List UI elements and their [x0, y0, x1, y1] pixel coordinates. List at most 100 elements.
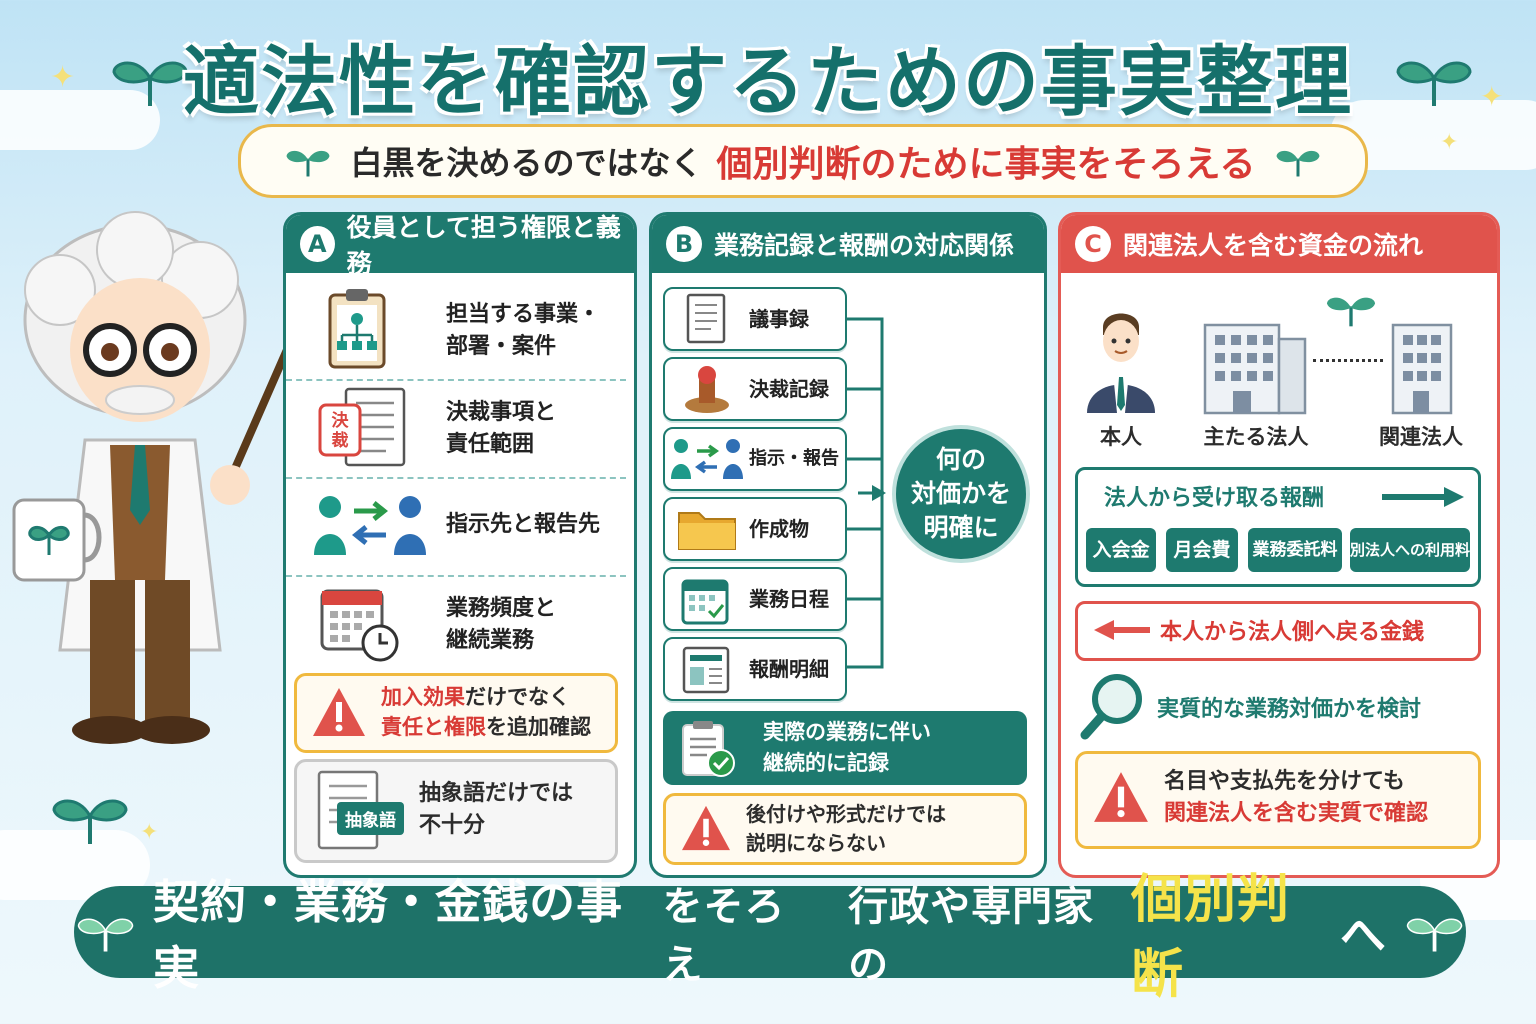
note-text: 抽象語だけでは不十分	[419, 781, 574, 838]
panel-b-header: B 業務記録と報酬の対応関係	[652, 215, 1044, 273]
panel-b: B 業務記録と報酬の対応関係 議事録 決裁記録 指示・報告 作成物 業務日程 報…	[649, 212, 1047, 878]
cloud	[0, 90, 160, 150]
sprout-icon	[286, 150, 329, 177]
panel-c-heading: 関連法人を含む資金の流れ	[1123, 231, 1424, 260]
list-item: 決裁 決裁事項と責任範囲	[286, 381, 626, 479]
sparkle-icon: ✦	[1480, 80, 1504, 113]
list-item: 業務頻度と継続業務	[286, 577, 626, 673]
calendar-clock-icon	[320, 589, 399, 662]
list-item: 議事録	[663, 287, 847, 351]
check-text: 実質的な業務対価かを検討	[1157, 697, 1422, 722]
entity-label-related-corp: 関連法人	[1379, 425, 1463, 449]
clipboard-check-icon	[682, 721, 735, 777]
warning-text: 加入効果だけでなく 責任と権限を追加確認	[381, 685, 591, 739]
entity-label-self: 本人	[1100, 425, 1142, 449]
connector-lines	[843, 317, 886, 669]
note-box: 抽象語 抽象語だけでは不十分	[294, 759, 618, 863]
dotted-link	[1313, 359, 1383, 362]
panel-b-badge: B	[666, 226, 702, 262]
panel-c-header: C 関連法人を含む資金の流れ	[1061, 215, 1497, 273]
warning-text: 後付けや形式だけでは説明にならない	[746, 802, 946, 855]
sprout-icon	[77, 918, 134, 952]
sparkle-icon: ✦	[50, 60, 76, 95]
list-item: 決裁記録	[663, 357, 847, 421]
entity-label-main-corp: 主たる法人	[1203, 425, 1309, 449]
person-icon	[1087, 313, 1155, 413]
warning-icon	[313, 688, 365, 736]
row-text: 指示先と報告先	[446, 512, 601, 537]
income-title: 法人から受け取る報酬	[1104, 486, 1325, 511]
statement-icon	[682, 646, 730, 694]
list-item: 担当する事業・部署・案件	[286, 283, 626, 381]
arrow-right-icon	[1382, 487, 1464, 507]
center-circle: 何の対価かを明確に	[892, 425, 1030, 563]
sprout-icon	[1327, 297, 1375, 327]
bottom-highlight: 個別判断	[1130, 870, 1290, 1005]
row-text: 決裁事項と責任範囲	[446, 400, 557, 457]
warning-icon	[1094, 772, 1148, 822]
fee-chip: 業務委託料	[1248, 528, 1342, 572]
bottom-part4: へ	[1339, 908, 1387, 962]
people-exchange-icon	[314, 496, 426, 555]
subtitle-prefix: 白黒を決めるのではなく	[350, 144, 703, 182]
clipboard-org-chart-icon	[328, 289, 386, 369]
panel-a-heading: 役員として担う権限と義務	[346, 213, 621, 278]
list-item: 指示・報告	[663, 427, 847, 491]
magnifier-icon	[1080, 674, 1142, 740]
folder-icon	[678, 512, 736, 550]
sparkle-icon: ✦	[140, 820, 159, 845]
warning-box: 後付けや形式だけでは説明にならない	[663, 793, 1027, 865]
sprout-icon	[1406, 918, 1463, 952]
item-label: 議事録	[749, 307, 809, 331]
item-label: 決裁記録	[749, 377, 829, 401]
item-label: 報酬明細	[749, 657, 829, 681]
building-icon	[1391, 323, 1453, 415]
row-text: 業務頻度と継続業務	[446, 596, 557, 653]
fee-chip: 入会金	[1086, 528, 1156, 572]
green-note-line: 実際の業務に伴い	[763, 720, 931, 744]
subtitle-banner: 白黒を決めるのではなく 個別判断 のために事実をそろえる	[238, 124, 1368, 198]
panel-a: A 役員として担う権限と義務 担当する事業・部署・案件 決裁 決裁事項と責任範囲	[283, 212, 637, 878]
panel-c: C 関連法人を含む資金の流れ 本人 主たる法人 関連法人 法人から受け取る報酬 …	[1058, 212, 1500, 878]
subtitle-highlight: 個別判断	[716, 144, 861, 185]
subtitle-suffix: のために事実をそろえる	[860, 144, 1256, 185]
calendar-check-icon	[681, 579, 729, 625]
document-icon	[686, 293, 726, 344]
fee-chip: 月会費	[1166, 528, 1238, 572]
item-label: 指示・報告	[749, 448, 839, 469]
sprout-icon	[1277, 150, 1320, 177]
list-item: 報酬明細	[663, 637, 847, 701]
return-flow-box: 本人から法人側へ戻る金銭	[1075, 601, 1481, 661]
bottom-part1: 契約・業務・金銭の事実	[153, 875, 624, 995]
warning-icon	[682, 805, 730, 851]
sprout-icon	[112, 61, 188, 106]
list-item: 指示先と報告先	[286, 479, 626, 577]
page-title: 適法性を確認するための事実整理	[183, 37, 1353, 126]
sprout-icon	[52, 799, 128, 844]
warning-box: 加入効果だけでなく 責任と権限を追加確認	[294, 673, 618, 753]
stamp-icon	[685, 366, 729, 413]
bottom-banner: 契約・業務・金銭の事実 をそろえ 行政や専門家の 個別判断 へ	[74, 870, 1466, 1005]
panel-a-header: A 役員として担う権限と義務	[286, 213, 634, 278]
income-box: 法人から受け取る報酬 入会金 月会費 業務委託料 別法人への利用料	[1075, 467, 1481, 587]
sprout-icon	[1396, 61, 1472, 106]
return-flow-text: 本人から法人側へ戻る金銭	[1160, 620, 1425, 645]
item-label: 業務日程	[749, 587, 829, 611]
sparkle-icon: ✦	[1440, 130, 1459, 155]
warning-text: 名目や支払先を分けても 関連法人を含む実質で確認	[1164, 769, 1429, 826]
bottom-part3: 行政や専門家の	[848, 884, 1095, 988]
warning-box: 名目や支払先を分けても 関連法人を含む実質で確認	[1075, 751, 1481, 849]
row-text: 担当する事業・部署・案件	[446, 302, 601, 359]
abstract-word-tag: 抽象語	[337, 802, 404, 835]
approval-document-icon	[318, 387, 406, 467]
list-item: 作成物	[663, 497, 847, 561]
panel-c-badge: C	[1075, 226, 1111, 262]
record-note-bar: 実際の業務に伴い 継続的に記録	[663, 711, 1027, 785]
green-note-line: 継続的に記録	[763, 751, 889, 775]
approval-stamp: 決裁	[331, 411, 349, 451]
list-item: 業務日程	[663, 567, 847, 631]
fee-chip: 別法人への利用料	[1350, 528, 1470, 572]
professor-character-illustration	[12, 211, 290, 744]
arrow-left-icon	[1094, 620, 1150, 640]
panel-b-heading: 業務記録と報酬の対応関係	[714, 231, 1015, 260]
